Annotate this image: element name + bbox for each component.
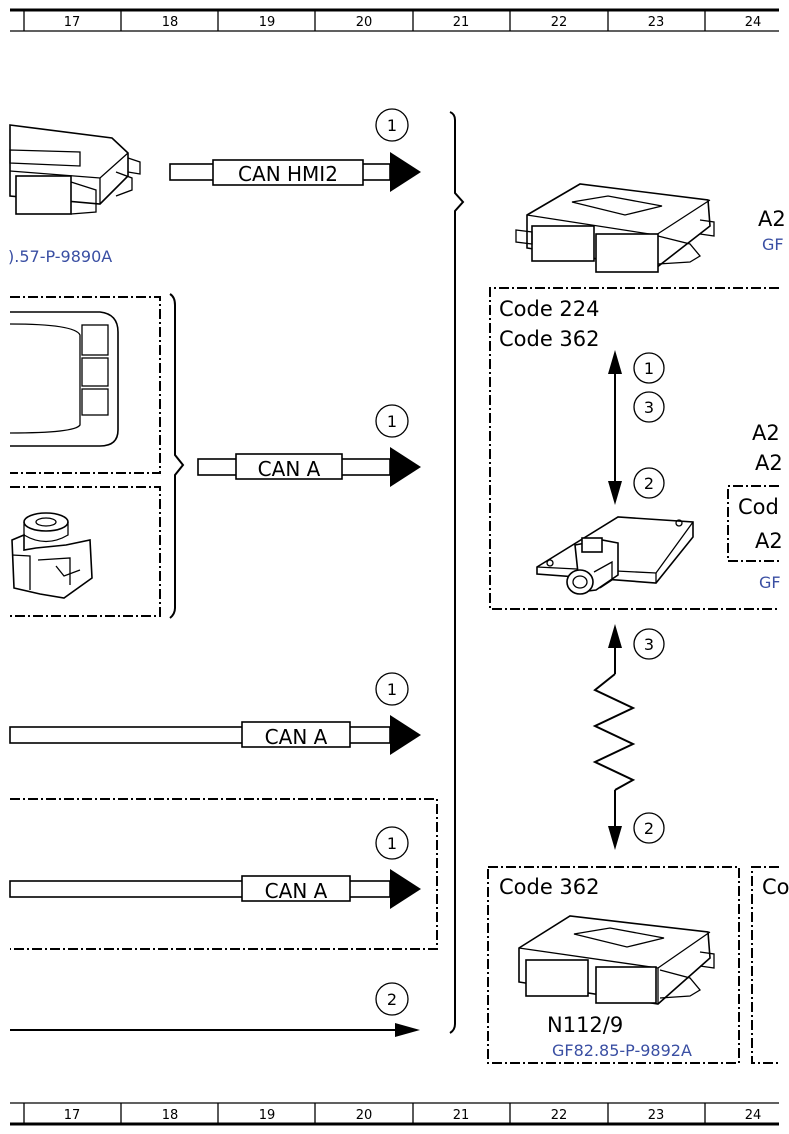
ruler-col: 24 bbox=[745, 1108, 762, 1123]
marker-number: 2 bbox=[644, 819, 654, 838]
ruler-col: 22 bbox=[551, 15, 568, 30]
optional-equipment-box bbox=[10, 798, 438, 950]
control-unit-n112-9 bbox=[518, 915, 715, 1005]
marker-circle bbox=[375, 982, 409, 1016]
code-label: Cod bbox=[738, 495, 779, 519]
bottom-ruler: 17 18 19 20 21 22 23 24 bbox=[10, 1102, 779, 1126]
bus-label: CAN A bbox=[265, 879, 328, 903]
ruler-col: 19 bbox=[259, 1108, 276, 1123]
bus-label: CAN HMI2 bbox=[238, 162, 338, 186]
ruler-col: 22 bbox=[551, 1108, 568, 1123]
marker-number: 1 bbox=[387, 116, 397, 135]
ruler-col: 20 bbox=[356, 15, 373, 30]
marker-circle bbox=[375, 108, 409, 142]
marker-circle bbox=[633, 812, 665, 844]
ruler-col: 17 bbox=[64, 15, 81, 30]
code-label: Code 362 bbox=[499, 875, 600, 899]
marker-circle bbox=[375, 672, 409, 706]
marker-number: 3 bbox=[644, 635, 654, 654]
component-label: A2 bbox=[755, 529, 783, 553]
ruler-col: 18 bbox=[162, 15, 179, 30]
ruler-col: 23 bbox=[648, 1108, 665, 1123]
module-name: N112/9 bbox=[547, 1013, 623, 1037]
signal-line-connection: 2 bbox=[10, 982, 420, 1037]
marker-number: 3 bbox=[644, 398, 654, 417]
marker-number: 2 bbox=[387, 990, 397, 1009]
can-a-connection-1: CAN A 1 bbox=[197, 404, 421, 487]
marker-number: 1 bbox=[644, 359, 654, 378]
code-362-box bbox=[487, 866, 740, 1064]
ruler-col: 21 bbox=[453, 1108, 470, 1123]
main-group-bracket bbox=[449, 111, 465, 1034]
bus-label: CAN A bbox=[265, 725, 328, 749]
ruler-col: 19 bbox=[259, 15, 276, 30]
ruler-col: 21 bbox=[453, 15, 470, 30]
marker-circle bbox=[633, 352, 665, 384]
code-224-box bbox=[489, 287, 779, 610]
reference-link-bottom[interactable]: GF82.85-P-9892A bbox=[552, 1041, 692, 1060]
control-unit-top-right bbox=[515, 183, 715, 273]
marker-circle bbox=[633, 628, 665, 660]
code-box-partial bbox=[751, 866, 779, 1064]
code-option-box bbox=[727, 485, 779, 562]
code-label: Code 224 bbox=[499, 297, 600, 321]
reference-link-top-right[interactable]: GF bbox=[762, 235, 784, 254]
can-a-connection-3: CAN A 1 bbox=[9, 826, 421, 909]
antenna-module bbox=[536, 516, 694, 595]
marker-number: 1 bbox=[387, 834, 397, 853]
controller-knob-box bbox=[10, 486, 161, 617]
display-unit-box bbox=[9, 296, 161, 474]
marker-circle bbox=[633, 391, 665, 423]
code-label: Code 362 bbox=[499, 327, 600, 351]
code-label: Co bbox=[762, 875, 789, 899]
wireless-link bbox=[592, 624, 636, 850]
ruler-col: 20 bbox=[356, 1108, 373, 1123]
component-label: A2 bbox=[755, 451, 783, 475]
component-label: A2 bbox=[758, 207, 786, 231]
marker-number: 2 bbox=[644, 474, 654, 493]
component-label: A2 bbox=[752, 421, 780, 445]
ruler-col: 24 bbox=[745, 15, 762, 30]
bidirectional-arrow bbox=[608, 350, 622, 505]
ruler-col: 18 bbox=[162, 1108, 179, 1123]
marker-number: 1 bbox=[387, 680, 397, 699]
ruler-col: 23 bbox=[648, 15, 665, 30]
marker-circle bbox=[375, 404, 409, 438]
can-hmi2-connection: CAN HMI2 1 bbox=[169, 108, 421, 192]
group-bracket-left bbox=[169, 293, 185, 619]
control-unit-top-left bbox=[9, 124, 141, 215]
bus-label: CAN A bbox=[258, 457, 321, 481]
marker-number: 1 bbox=[387, 412, 397, 431]
marker-circle bbox=[375, 826, 409, 860]
marker-circle bbox=[633, 467, 665, 499]
top-ruler: 17 18 19 20 21 22 23 24 bbox=[10, 8, 779, 32]
can-a-connection-2: CAN A 1 bbox=[9, 672, 421, 755]
reference-link-top-left[interactable]: ).57-P-9890A bbox=[8, 247, 112, 266]
ruler-col: 17 bbox=[64, 1108, 81, 1123]
reference-link-mid-right[interactable]: GF bbox=[759, 573, 781, 592]
